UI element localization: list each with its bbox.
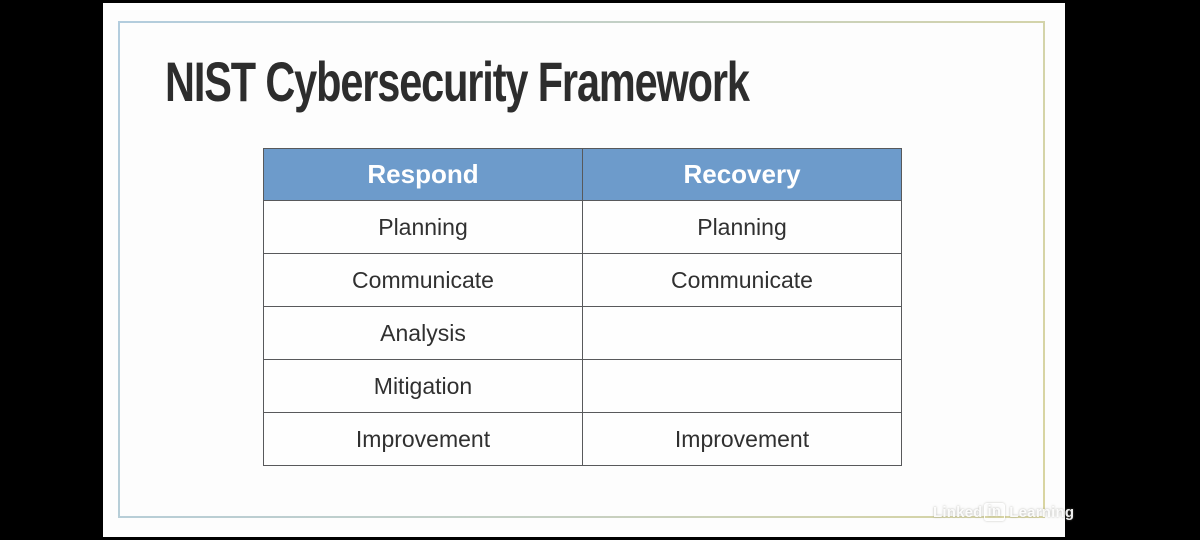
table-row: Communicate Communicate <box>263 253 902 307</box>
watermark-linked-text: Linked <box>933 503 983 521</box>
table-cell: Improvement <box>582 412 902 466</box>
header-row: Respond Recovery <box>263 148 902 201</box>
table-cell: Communicate <box>263 253 583 307</box>
table-cell: Planning <box>582 200 902 254</box>
table-cell: Analysis <box>263 306 583 360</box>
linkedin-in-logo-icon: in <box>983 503 1006 521</box>
column-header-recovery: Recovery <box>582 148 902 201</box>
letterbox-left <box>0 0 103 540</box>
slide-title: NIST Cybersecurity Framework <box>165 50 750 113</box>
framework-table: Respond Recovery Planning Planning Commu… <box>263 148 902 466</box>
table-row: Mitigation <box>263 359 902 413</box>
table-body: Planning Planning Communicate Communicat… <box>263 200 902 466</box>
table-cell: Mitigation <box>263 359 583 413</box>
table-row: Improvement Improvement <box>263 412 902 466</box>
table-cell <box>582 359 902 413</box>
table-cell: Improvement <box>263 412 583 466</box>
table-cell <box>582 306 902 360</box>
table-cell: Planning <box>263 200 583 254</box>
column-header-respond: Respond <box>263 148 583 201</box>
table-row: Analysis <box>263 306 902 360</box>
table-row: Planning Planning <box>263 200 902 254</box>
table-cell: Communicate <box>582 253 902 307</box>
watermark-learning-text: Learning <box>1009 503 1075 521</box>
table-header: Respond Recovery <box>263 148 902 201</box>
slide: NIST Cybersecurity Framework Respond Rec… <box>103 3 1074 537</box>
letterbox-right <box>1065 0 1200 540</box>
